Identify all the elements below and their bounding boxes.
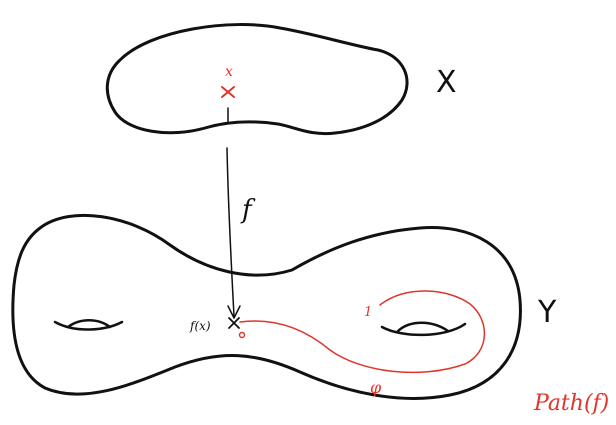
- space-x-blob: [107, 25, 407, 134]
- map-f-label: f: [240, 195, 256, 225]
- path-start-circle: [240, 333, 245, 338]
- point-x-label: x: [225, 64, 233, 80]
- endpoint-one-label: 1: [364, 305, 372, 320]
- path-phi-label: φ: [370, 378, 382, 397]
- image-point-label: f(x): [189, 319, 211, 333]
- point-x-marker: [222, 87, 234, 97]
- space-y-blob: [13, 215, 521, 398]
- right-hole: [382, 323, 465, 335]
- map-f-arrow: [227, 108, 234, 316]
- path-space-label: Path(f): [533, 391, 609, 416]
- space-y-label: Y: [537, 295, 557, 330]
- image-point-marker: [229, 318, 239, 328]
- left-hole: [55, 320, 122, 329]
- space-x-label: X: [436, 65, 457, 100]
